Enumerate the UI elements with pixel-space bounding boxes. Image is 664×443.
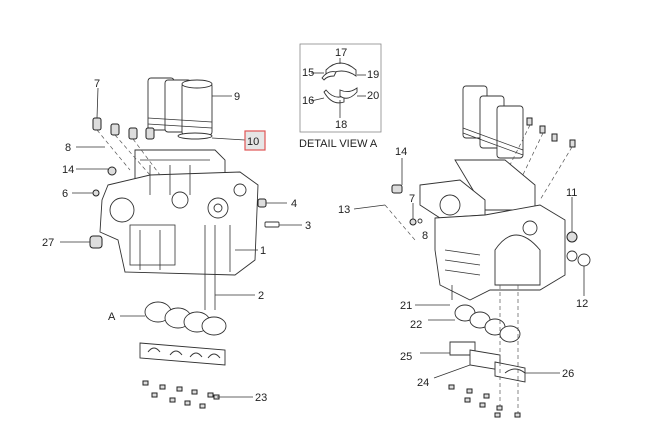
- left-engine-assembly: 7 9 10 8 14 6 4 3 27 1 2 A 23: [42, 77, 311, 409]
- washer-8-right: [417, 218, 423, 224]
- plug-14-right: [391, 184, 403, 194]
- label-2[interactable]: 2: [258, 290, 264, 302]
- dipstick: [384, 204, 416, 241]
- label-21[interactable]: 21: [400, 300, 412, 312]
- main-bearings-right: [454, 304, 521, 343]
- label-7[interactable]: 7: [94, 78, 100, 90]
- label-8-right[interactable]: 8: [422, 230, 428, 242]
- cylinder-liners-right: [462, 85, 524, 159]
- plug-6: [92, 189, 100, 197]
- plugs-right: [504, 117, 576, 201]
- detail-label-20[interactable]: 20: [367, 90, 379, 102]
- label-A[interactable]: A: [108, 311, 116, 323]
- detail-frame: [299, 43, 382, 133]
- detail-label-18[interactable]: 18: [335, 119, 347, 131]
- label-10[interactable]: 10: [247, 136, 259, 148]
- plug-14: [107, 166, 117, 176]
- o-ring-10: [177, 132, 213, 140]
- detail-view-caption: DETAIL VIEW A: [299, 138, 378, 150]
- label-9[interactable]: 9: [234, 91, 240, 103]
- label-22[interactable]: 22: [410, 319, 422, 331]
- cylinder-liners: [147, 77, 213, 136]
- detail-label-19[interactable]: 19: [367, 69, 379, 81]
- plug-4: [257, 198, 267, 208]
- left-leader-lines: [60, 87, 302, 398]
- nuts-23: [142, 380, 220, 409]
- cylinder-block-right: [419, 159, 566, 301]
- right-engine-assembly: 14 13 7 8 11 12 21 22 25 24 26: [338, 85, 591, 418]
- label-27[interactable]: 27: [42, 237, 54, 249]
- pin-3: [264, 221, 280, 228]
- bearing-caps-right: [449, 285, 526, 415]
- label-12[interactable]: 12: [576, 298, 588, 310]
- detail-label-17[interactable]: 17: [335, 47, 347, 59]
- label-3[interactable]: 3: [305, 220, 311, 232]
- label-11[interactable]: 11: [566, 187, 577, 199]
- label-4[interactable]: 4: [291, 198, 297, 210]
- nuts-right: [448, 384, 521, 418]
- label-26[interactable]: 26: [562, 368, 574, 380]
- plug-11: [566, 231, 578, 243]
- cap-12: [577, 253, 591, 267]
- detail-label-15[interactable]: 15: [302, 67, 314, 79]
- label-23[interactable]: 23: [255, 392, 267, 404]
- label-7-right[interactable]: 7: [409, 193, 415, 205]
- label-24[interactable]: 24: [417, 377, 429, 389]
- highlight-box-10[interactable]: [244, 130, 266, 151]
- detail-label-16[interactable]: 16: [302, 95, 314, 107]
- plug-27: [89, 235, 103, 249]
- label-14-right[interactable]: 14: [395, 146, 407, 158]
- main-bearings: [144, 301, 227, 336]
- label-6[interactable]: 6: [62, 188, 68, 200]
- right-leader-lines: [353, 158, 585, 379]
- label-14[interactable]: 14: [62, 164, 74, 176]
- label-25[interactable]: 25: [400, 351, 412, 363]
- label-1[interactable]: 1: [260, 245, 266, 257]
- label-8[interactable]: 8: [65, 142, 71, 154]
- seal-ring: [566, 250, 578, 262]
- cylinder-block-left: [99, 149, 259, 276]
- detail-view-a: 17 15 19 16 20 18 DETAIL VIEW A: [299, 43, 382, 150]
- bearing-caps: [139, 342, 226, 366]
- plug-7-right: [409, 218, 417, 226]
- label-13[interactable]: 13: [338, 204, 350, 216]
